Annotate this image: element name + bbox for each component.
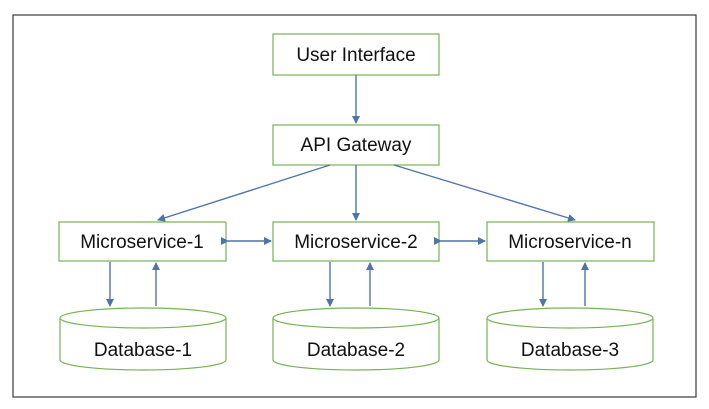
microservice-2-label: Microservice-2 (294, 232, 418, 253)
microservice-1-node: Microservice-1 (58, 221, 227, 262)
user-interface-node: User Interface (272, 33, 440, 76)
microservice-2-node: Microservice-2 (272, 221, 440, 262)
database-3-label: Database-3 (521, 340, 619, 361)
user-interface-label: User Interface (296, 45, 415, 66)
microservice-n-node: Microservice-n (486, 221, 655, 262)
database-2-node: Database-2 (272, 307, 440, 371)
database-3-node: Database-3 (486, 307, 654, 371)
api-gateway-label: API Gateway (301, 135, 412, 156)
database-1-label: Database-1 (94, 340, 192, 361)
database-2-label: Database-2 (307, 340, 405, 361)
api-gateway-node: API Gateway (272, 124, 440, 166)
microservice-n-label: Microservice-n (508, 232, 632, 253)
database-1-node: Database-1 (59, 307, 227, 371)
arrow-gateway-to-microservice-1 (157, 164, 331, 222)
microservice-1-label: Microservice-1 (80, 232, 204, 253)
arrow-gateway-to-microservice-n (393, 164, 576, 222)
